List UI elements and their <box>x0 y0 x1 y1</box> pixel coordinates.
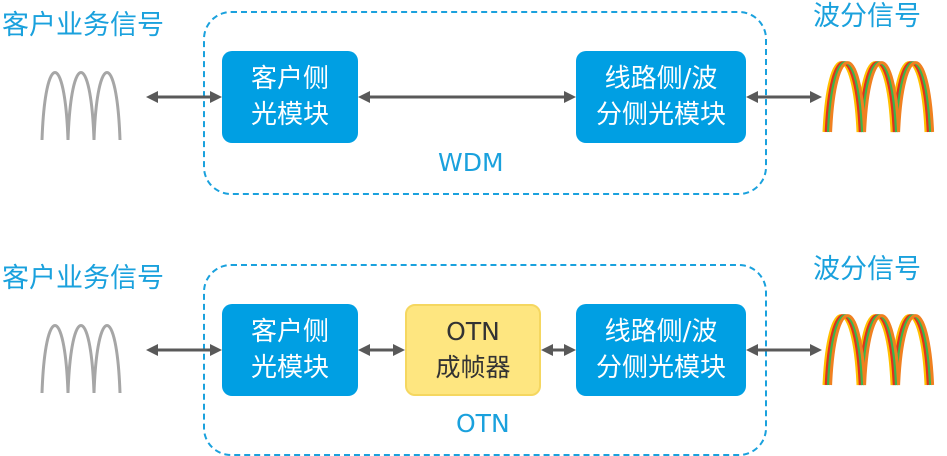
arrow-head-left <box>358 344 370 356</box>
arrow-client-to-module <box>146 91 222 103</box>
wdm-arrows <box>146 91 822 103</box>
wavelength-line <box>829 61 935 133</box>
arrow-head-left <box>746 344 758 356</box>
wdm-frame <box>203 11 767 195</box>
otn-arrows <box>146 344 822 356</box>
otn-frame-label: OTN <box>456 409 510 438</box>
arrow-head-right <box>810 344 822 356</box>
otn-framer-line2: 成帧器 <box>435 353 511 382</box>
arrow-head-right <box>210 344 222 356</box>
client-optical-module: 客户侧 光模块 <box>222 304 358 396</box>
client-wave-line <box>40 324 122 394</box>
wdm-frame-label: WDM <box>438 148 504 177</box>
wdm-wave <box>822 61 935 133</box>
arrow-head-right <box>564 91 576 103</box>
arrow-module-to-framer <box>358 344 405 356</box>
wavelength-signal-label: 波分信号 <box>813 254 921 285</box>
arrow-head-left <box>541 344 553 356</box>
client-optical-module: 客户侧 光模块 <box>222 51 358 143</box>
arrow-line-to-wave <box>746 344 822 356</box>
arrow-module-to-line <box>358 91 576 103</box>
arrow-head-left <box>746 91 758 103</box>
client-signal-wave-icon <box>40 314 935 394</box>
line-module-line1: 线路侧/波 <box>604 317 718 347</box>
line-optical-module: 线路侧/波 分侧光模块 <box>576 51 746 143</box>
line-optical-module: 线路侧/波 分侧光模块 <box>576 304 746 396</box>
client-wave-line <box>40 71 122 141</box>
line-module-line2: 分侧光模块 <box>595 100 726 130</box>
client-signal-label: 客户业务信号 <box>2 10 164 41</box>
client-wave <box>40 71 122 141</box>
client-signal-label: 客户业务信号 <box>2 263 164 294</box>
client-module-line2: 光模块 <box>250 100 329 130</box>
arrow-head-left <box>146 91 158 103</box>
client-module-line1: 客户侧 <box>250 64 329 94</box>
line-module-line2: 分侧光模块 <box>595 353 726 383</box>
otn-framer: OTN 成帧器 <box>405 304 541 396</box>
arrow-head-right <box>210 91 222 103</box>
arrow-client-to-module <box>146 344 222 356</box>
arrow-head-right <box>564 344 576 356</box>
arrow-line-to-wave <box>746 91 822 103</box>
arrow-head-left <box>146 344 158 356</box>
client-signal-wave-icon <box>40 61 935 141</box>
arrow-framer-to-line <box>541 344 576 356</box>
wavelength-signal-label: 波分信号 <box>813 1 921 32</box>
client-module-line2: 光模块 <box>250 353 329 383</box>
arrow-head-left <box>358 91 370 103</box>
wdm-diagram: 客户业务信号 波分信号 WDM 客户侧 光模块 线路侧/波 分侧光模块 <box>0 0 947 200</box>
otn-diagram: 客户业务信号 波分信号 OTN 客户侧 光模块 OTN 成帧器 线路侧/波 分侧… <box>0 253 947 456</box>
wdm-wave <box>822 314 935 386</box>
client-module-line1: 客户侧 <box>250 317 329 347</box>
arrow-head-right <box>393 344 405 356</box>
line-module-line1: 线路侧/波 <box>604 64 718 94</box>
otn-framer-line1: OTN <box>446 317 500 346</box>
arrow-head-right <box>810 91 822 103</box>
wavelength-line <box>829 314 935 386</box>
client-wave <box>40 324 122 394</box>
